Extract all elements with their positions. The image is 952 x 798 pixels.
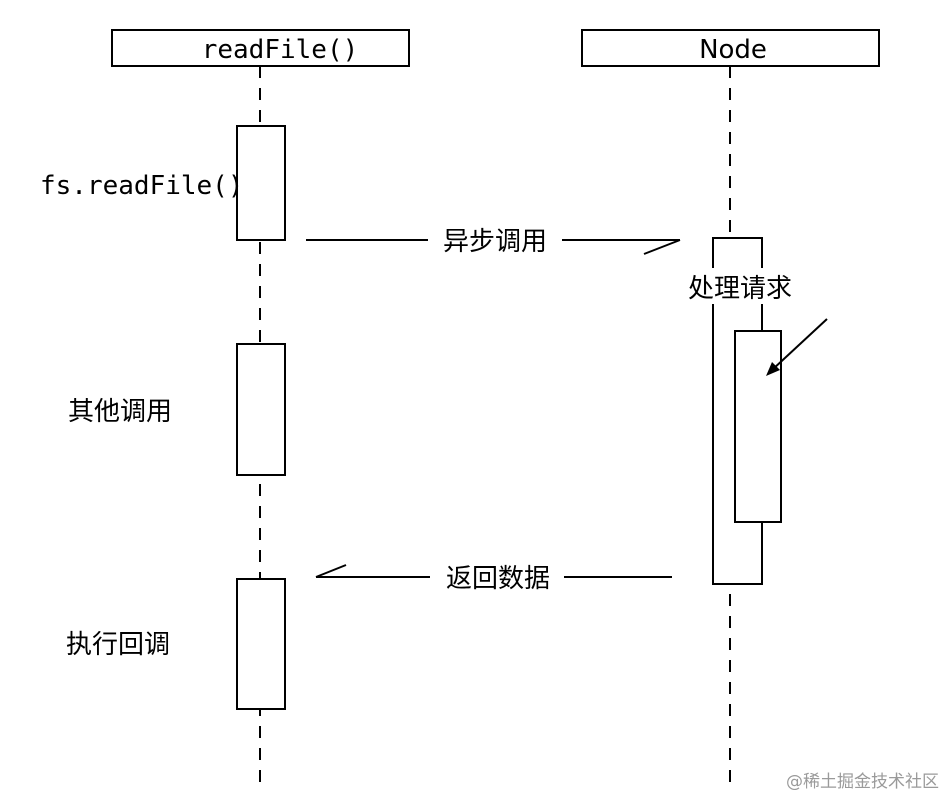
label-process-request: 处理请求 <box>688 274 792 304</box>
lifeline-readfile-title: readFile() <box>202 35 359 65</box>
activation-other-calls <box>236 343 286 476</box>
label-other-calls: 其他调用 <box>68 397 172 427</box>
lifeline-header-node: Node <box>581 29 880 67</box>
message-return-data-label: 返回数据 <box>446 564 550 594</box>
message-return-data: 返回数据 <box>315 564 672 594</box>
process-request-label-bg <box>676 268 804 304</box>
message-async-call: 异步调用 <box>306 227 681 257</box>
message-async-call-label: 异步调用 <box>443 227 547 257</box>
label-exec-callback: 执行回调 <box>66 630 170 660</box>
activation-exec-callback <box>236 578 286 710</box>
lifeline-node-title: Node <box>699 35 767 65</box>
self-call-arrow <box>766 318 828 376</box>
activation-fs-readfile <box>236 125 286 241</box>
label-fs-readfile: fs.readFile() <box>40 171 244 201</box>
lifeline-header-readfile: readFile() <box>111 29 410 67</box>
activation-process-request <box>734 330 782 523</box>
watermark: @稀土掘金技术社区 <box>786 772 939 792</box>
